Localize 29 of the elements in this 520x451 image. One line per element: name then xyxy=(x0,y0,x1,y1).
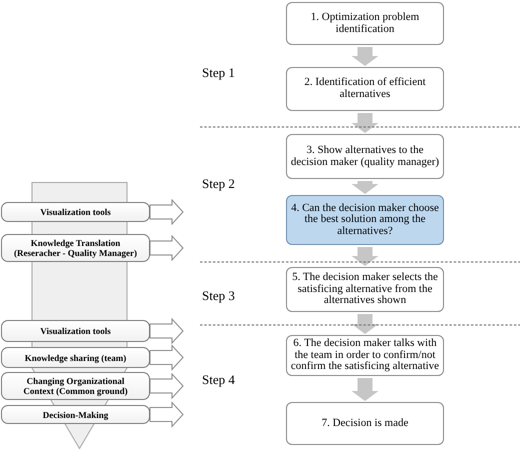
step-label: Step 2 xyxy=(202,176,235,191)
step-label: Step 1 xyxy=(202,65,235,80)
factor-box: Knowledge Translation (Reseracher - Quality Manager) xyxy=(1,234,150,262)
step-label: Step 3 xyxy=(202,288,235,303)
factor-box: Knowledge sharing (team) xyxy=(1,347,150,368)
arrow xyxy=(352,314,378,334)
process-box: 3. Show alternatives to the decision maker (quality manager) xyxy=(286,134,444,179)
highlighted-process-box: 4. Can the decision maker choose the best solution among the alternatives? xyxy=(286,195,444,245)
process-box: 1. Optimization problem identification xyxy=(286,2,444,45)
process-box: 6. The decision maker talks with the team in order to confirm/not confirm the satisficing alternative xyxy=(286,335,444,376)
factor-box: Visualization tools xyxy=(1,320,150,342)
arrow xyxy=(150,198,184,226)
factor-box: Changing Organizational Context (Common ground) xyxy=(1,372,150,400)
arrow xyxy=(150,344,184,371)
arrow xyxy=(150,318,184,344)
factor-box: Decision-Making xyxy=(1,405,150,424)
arrow xyxy=(352,378,378,401)
process-box: 2. Identification of efficient alternatives xyxy=(286,67,444,111)
arrow xyxy=(352,247,378,266)
arrow xyxy=(150,234,184,262)
arrow xyxy=(150,372,184,400)
arrow xyxy=(150,401,184,428)
process-box: 5. The decision maker selects the satisficing alternative from the alternatives shown xyxy=(286,267,444,312)
arrow xyxy=(352,47,378,66)
arrow xyxy=(352,181,378,194)
process-box: 7. Decision is made xyxy=(286,402,444,445)
step-label: Step 4 xyxy=(202,372,235,387)
factor-box: Visualization tools xyxy=(1,202,150,222)
arrow xyxy=(352,113,378,133)
